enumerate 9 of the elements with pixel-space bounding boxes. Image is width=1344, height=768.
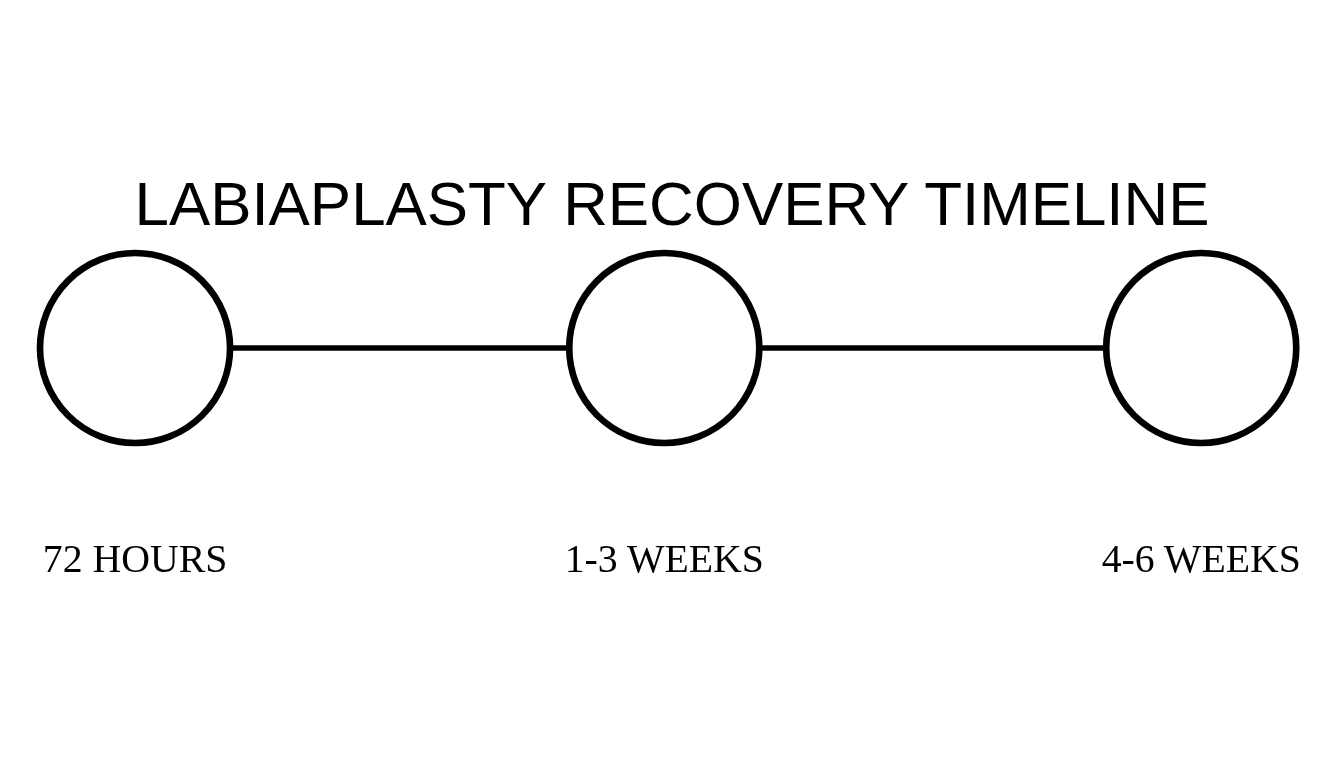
connector <box>759 344 1106 351</box>
node-label: 72 HOURS <box>42 536 228 581</box>
node-circle <box>1102 249 1300 446</box>
node-circle <box>36 249 234 446</box>
node-label: 1-3 WEEKS <box>564 536 764 581</box>
connector <box>230 344 569 351</box>
node-circle <box>565 249 763 446</box>
node-label: 4-6 WEEKS <box>1101 536 1301 581</box>
diagram-title: LABIAPLASTY RECOVERY TIMELINE <box>134 168 1210 238</box>
